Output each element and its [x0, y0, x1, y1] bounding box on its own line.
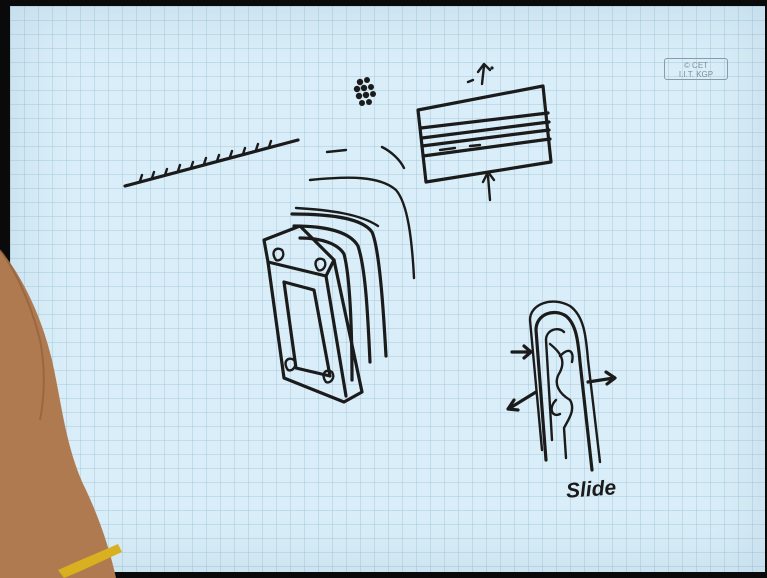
dot-cluster-sketch — [354, 77, 376, 106]
slide-diagram-sketch — [508, 302, 615, 470]
layered-plate-sketch — [418, 64, 551, 200]
frame-coil-sketch — [264, 214, 386, 402]
slide-label: Slide — [565, 476, 617, 503]
serrated-line-sketch — [125, 140, 298, 186]
presenter-hand — [0, 250, 122, 578]
curved-field-lines — [296, 147, 414, 278]
